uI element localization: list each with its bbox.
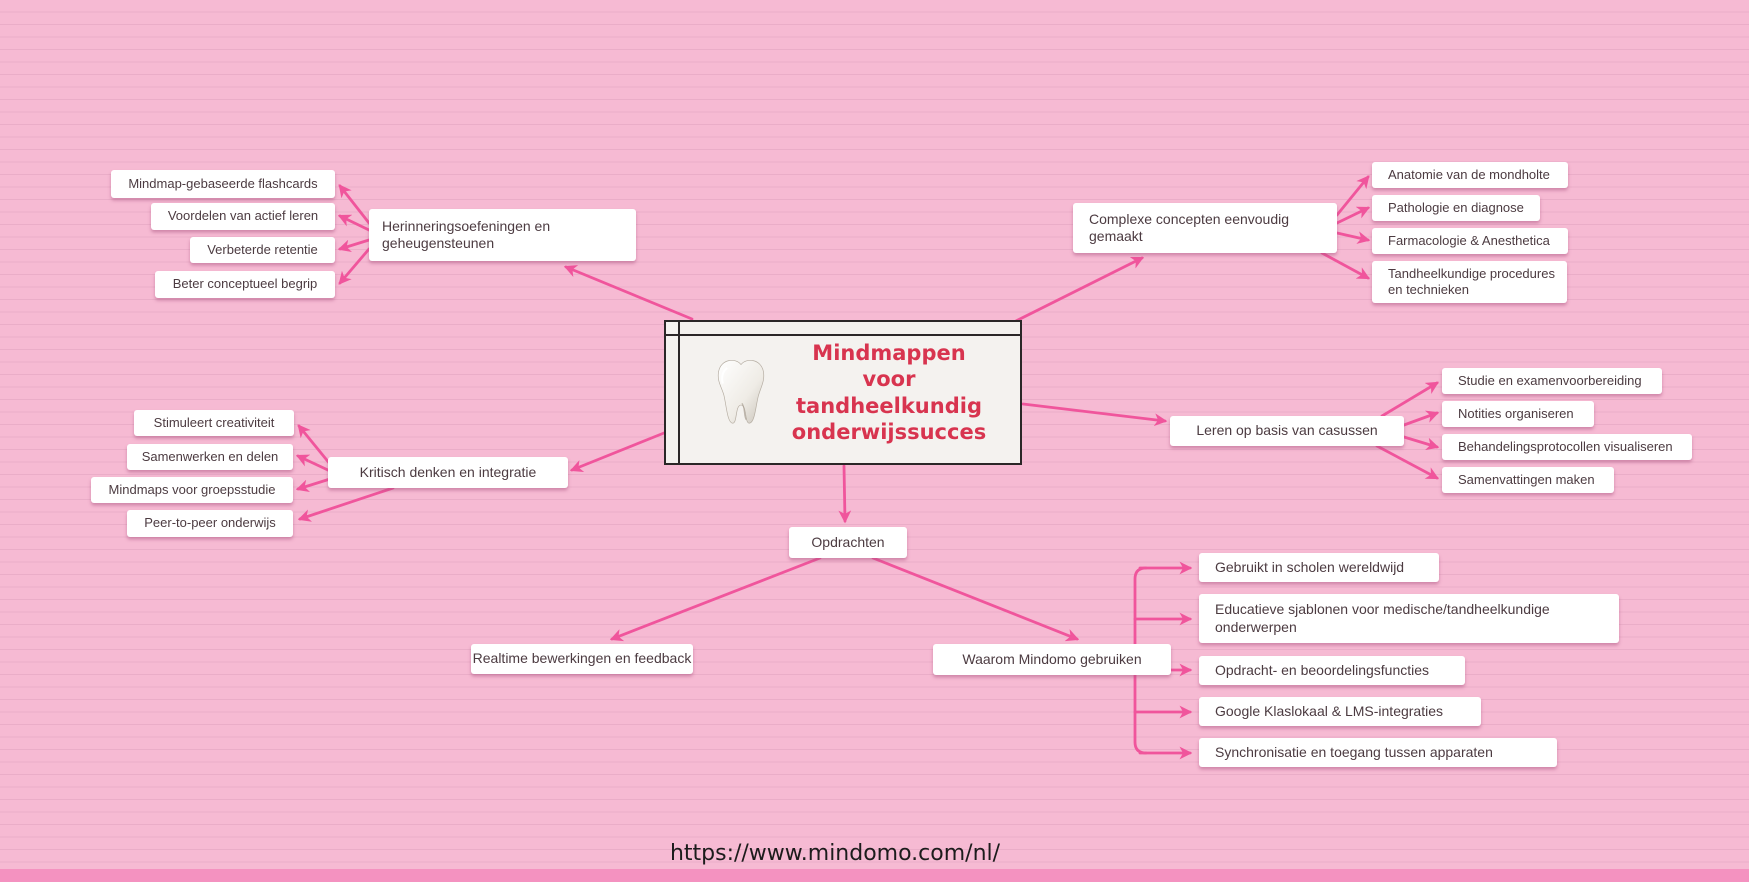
connector-cases-notities: [1402, 410, 1440, 427]
bottom-edge-strip: [0, 869, 1749, 882]
subtopic-actief-leren[interactable]: Voordelen van actief leren: [151, 203, 335, 230]
subtopic-educatieve-sjablonen[interactable]: Educatieve sjablonen voor medische/tandh…: [1199, 594, 1619, 643]
topic-waarom-mindomo[interactable]: Waarom Mindomo gebruiken: [933, 644, 1171, 675]
connector-critical-peer: [297, 486, 395, 522]
topic-realtime-feedback[interactable]: Realtime bewerkingen en feedback: [471, 644, 693, 674]
topic-memory[interactable]: Herinneringsoefeningen en geheugensteune…: [369, 209, 636, 261]
subtopic-groepsstudie[interactable]: Mindmaps voor groepsstudie: [91, 477, 293, 503]
central-topic[interactable]: Mindmappen voor tandheelkundig onderwijs…: [664, 320, 1022, 465]
connector-opdrachten-realtime: [609, 556, 822, 642]
subtopic-synchronisatie[interactable]: Synchronisatie en toegang tussen apparat…: [1199, 738, 1557, 767]
connector-concepts-farmacologie: [1335, 231, 1371, 244]
connector-center-memory: [563, 265, 694, 321]
subtopic-creativiteit[interactable]: Stimuleert creativiteit: [134, 410, 294, 436]
topic-cases[interactable]: Leren op basis van casussen: [1170, 416, 1404, 446]
topic-opdrachten[interactable]: Opdrachten: [789, 527, 907, 558]
subtopic-lms-integraties[interactable]: Google Klaslokaal & LMS-integraties: [1199, 697, 1481, 726]
connector-memory-actief: [337, 214, 371, 232]
subtopic-behandelingsprotocollen[interactable]: Behandelingsprotocollen visualiseren: [1442, 434, 1692, 460]
subtopic-flashcards[interactable]: Mindmap-gebaseerde flashcards: [111, 170, 335, 198]
connector-cases-behandeling: [1402, 435, 1440, 451]
central-title: Mindmappen voor tandheelkundig onderwijs…: [791, 340, 987, 444]
footer-url[interactable]: https://www.mindomo.com/nl/: [669, 841, 1001, 866]
connector-center-concepts: [1014, 256, 1145, 323]
connector-concepts-procedures: [1320, 251, 1371, 280]
connector-memory-begrip: [338, 247, 371, 285]
connector-concepts-pathologie: [1335, 206, 1371, 225]
connector-center-critical: [569, 431, 666, 473]
connector-critical-samenwerken: [295, 454, 332, 473]
connector-center-cases: [1021, 402, 1168, 427]
connector-cases-samenvattingen: [1375, 444, 1440, 480]
subtopic-peer-to-peer[interactable]: Peer-to-peer onderwijs: [127, 510, 293, 537]
subtopic-procedures[interactable]: Tandheelkundige procedures en technieken: [1372, 261, 1567, 303]
subtopic-pathologie[interactable]: Pathologie en diagnose: [1372, 195, 1540, 221]
subtopic-samenwerken[interactable]: Samenwerken en delen: [127, 444, 293, 470]
tooth-icon: [710, 352, 772, 434]
connector-critical-creativiteit: [297, 424, 332, 466]
subtopic-beoordelingsfuncties[interactable]: Opdracht- en beoordelingsfuncties: [1199, 656, 1465, 685]
central-margin-vline: [678, 322, 680, 463]
connector-opdrachten-waarom: [871, 556, 1080, 642]
subtopic-anatomie[interactable]: Anatomie van de mondholte: [1372, 162, 1568, 188]
connector-memory-retentie: [337, 238, 371, 253]
subtopic-notities[interactable]: Notities organiseren: [1442, 401, 1594, 427]
topic-concepts[interactable]: Complexe concepten eenvoudig gemaakt: [1073, 203, 1337, 253]
subtopic-samenvattingen[interactable]: Samenvattingen maken: [1442, 467, 1614, 493]
connector-center-opdrachten: [838, 464, 852, 524]
subtopic-scholen-wereldwijd[interactable]: Gebruikt in scholen wereldwijd: [1199, 553, 1439, 582]
topic-critical[interactable]: Kritisch denken en integratie: [328, 457, 568, 488]
connector-memory-flashcards: [338, 184, 371, 225]
subtopic-farmacologie[interactable]: Farmacologie & Anesthetica: [1372, 228, 1568, 254]
connector-concepts-anatomie: [1335, 175, 1370, 217]
connector-critical-groepsstudie: [295, 477, 332, 492]
central-margin-hline: [666, 334, 1020, 336]
subtopic-begrip[interactable]: Beter conceptueel begrip: [155, 271, 335, 298]
connector-cases-studie: [1380, 381, 1439, 418]
connector-group: [295, 175, 1440, 760]
subtopic-retentie[interactable]: Verbeterde retentie: [190, 237, 335, 263]
subtopic-examenvoorbereiding[interactable]: Studie en examenvoorbereiding: [1442, 368, 1662, 394]
